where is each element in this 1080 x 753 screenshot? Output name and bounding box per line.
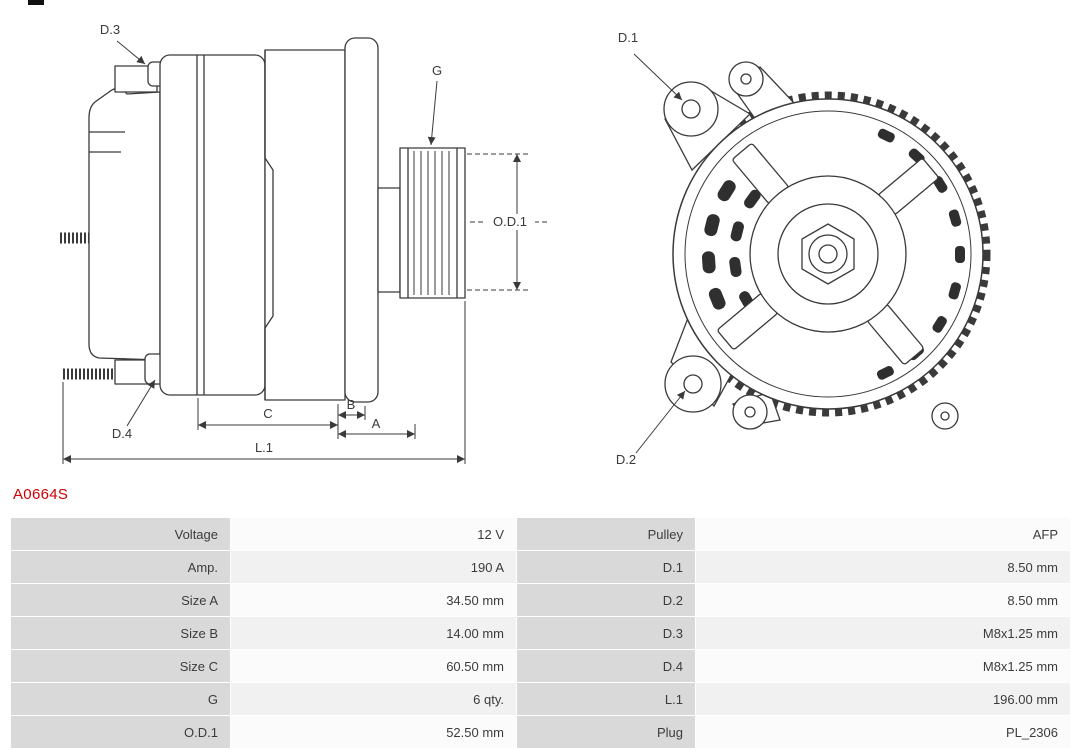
spec-label-cell: D.2 <box>516 583 696 617</box>
label-backing <box>485 214 535 230</box>
spec-label-cell: Size C <box>10 649 231 683</box>
dim-label-od1: O.D.1 <box>493 214 527 229</box>
mounting-hole-d2 <box>683 374 703 394</box>
front-housing <box>344 37 379 403</box>
leader-d1 <box>633 53 683 101</box>
spec-value-cell: 8.50 mm <box>695 550 1071 584</box>
spec-label-cell: D.1 <box>516 550 696 584</box>
alternator-rear-view-drawing: D.1 D.2 <box>598 24 991 477</box>
spec-value-cell: 60.50 mm <box>230 649 517 683</box>
leader-d3 <box>116 40 146 65</box>
leader-d4 <box>126 379 156 427</box>
spec-label-cell: Plug <box>516 715 696 749</box>
spec-value-cell: 14.00 mm <box>230 616 517 650</box>
dim-label-d4: D.4 <box>112 426 132 441</box>
spec-value-cell: M8x1.25 mm <box>695 616 1071 650</box>
spec-value-cell: 8.50 mm <box>695 583 1071 617</box>
spec-value-cell: M8x1.25 mm <box>695 649 1071 683</box>
alternator-rear-body <box>598 24 991 477</box>
fan-spokes <box>717 143 939 365</box>
spec-label-cell: Size B <box>10 616 231 650</box>
spec-value-cell: 34.50 mm <box>230 583 517 617</box>
mounting-hole-d1 <box>681 99 701 119</box>
leader-g <box>427 80 438 146</box>
shaft-collar <box>377 187 401 293</box>
alternator-body <box>60 37 466 403</box>
screen-artifact <box>28 0 44 5</box>
dim-label-g: G <box>432 63 442 78</box>
dimension-lines <box>62 40 547 464</box>
spec-label-cell: Amp. <box>10 550 231 584</box>
spec-label-cell: Voltage <box>10 517 231 551</box>
spec-label-cell: Pulley <box>516 517 696 551</box>
spec-value-cell: 12 V <box>230 517 517 551</box>
dim-label-d2: D.2 <box>616 452 636 467</box>
spec-row: Size B 14.00 mm D.3 M8x1.25 mm <box>10 616 1071 650</box>
spec-value-cell: PL_2306 <box>695 715 1071 749</box>
spec-label-cell: G <box>10 682 231 716</box>
rear-bracket <box>88 87 161 361</box>
part-number: A0664S <box>13 486 69 503</box>
spec-label-cell: O.D.1 <box>10 715 231 749</box>
dim-label-d1: D.1 <box>618 30 638 45</box>
spec-label-cell: D.4 <box>516 649 696 683</box>
dim-label-c: C <box>263 406 272 421</box>
leader-d2 <box>635 390 686 454</box>
rear-housing <box>159 54 266 396</box>
spec-row: Size A 34.50 mm D.2 8.50 mm <box>10 583 1071 617</box>
spec-label-cell: Size A <box>10 583 231 617</box>
dim-label-d3: D.3 <box>100 22 120 37</box>
spec-label-cell: L.1 <box>516 682 696 716</box>
spec-row: Voltage 12 V Pulley AFP <box>10 517 1071 551</box>
dim-label-a: A <box>372 416 381 431</box>
spec-value-cell: 190 A <box>230 550 517 584</box>
pulley-hub <box>749 175 907 333</box>
spec-value-cell: 196.00 mm <box>695 682 1071 716</box>
spec-row: G 6 qty. L.1 196.00 mm <box>10 682 1071 716</box>
spec-table: Voltage 12 V Pulley AFP Amp. 190 A D.1 8… <box>10 517 1071 749</box>
dim-label-b: B <box>347 397 356 412</box>
rear-leaders <box>633 53 686 454</box>
spec-row: Size C 60.50 mm D.4 M8x1.25 mm <box>10 649 1071 683</box>
alternator-side-view-drawing: D.3 G O.D.1 D.4 C B A L.1 <box>60 22 547 464</box>
spec-row: Amp. 190 A D.1 8.50 mm <box>10 550 1071 584</box>
spec-row: O.D.1 52.50 mm Plug PL_2306 <box>10 715 1071 749</box>
spec-value-cell: 52.50 mm <box>230 715 517 749</box>
spec-value-cell: AFP <box>695 517 1071 551</box>
mid-housing <box>264 49 346 401</box>
spec-label-cell: D.3 <box>516 616 696 650</box>
spec-value-cell: 6 qty. <box>230 682 517 716</box>
dim-label-l1: L.1 <box>255 440 273 455</box>
pulley <box>399 147 466 299</box>
